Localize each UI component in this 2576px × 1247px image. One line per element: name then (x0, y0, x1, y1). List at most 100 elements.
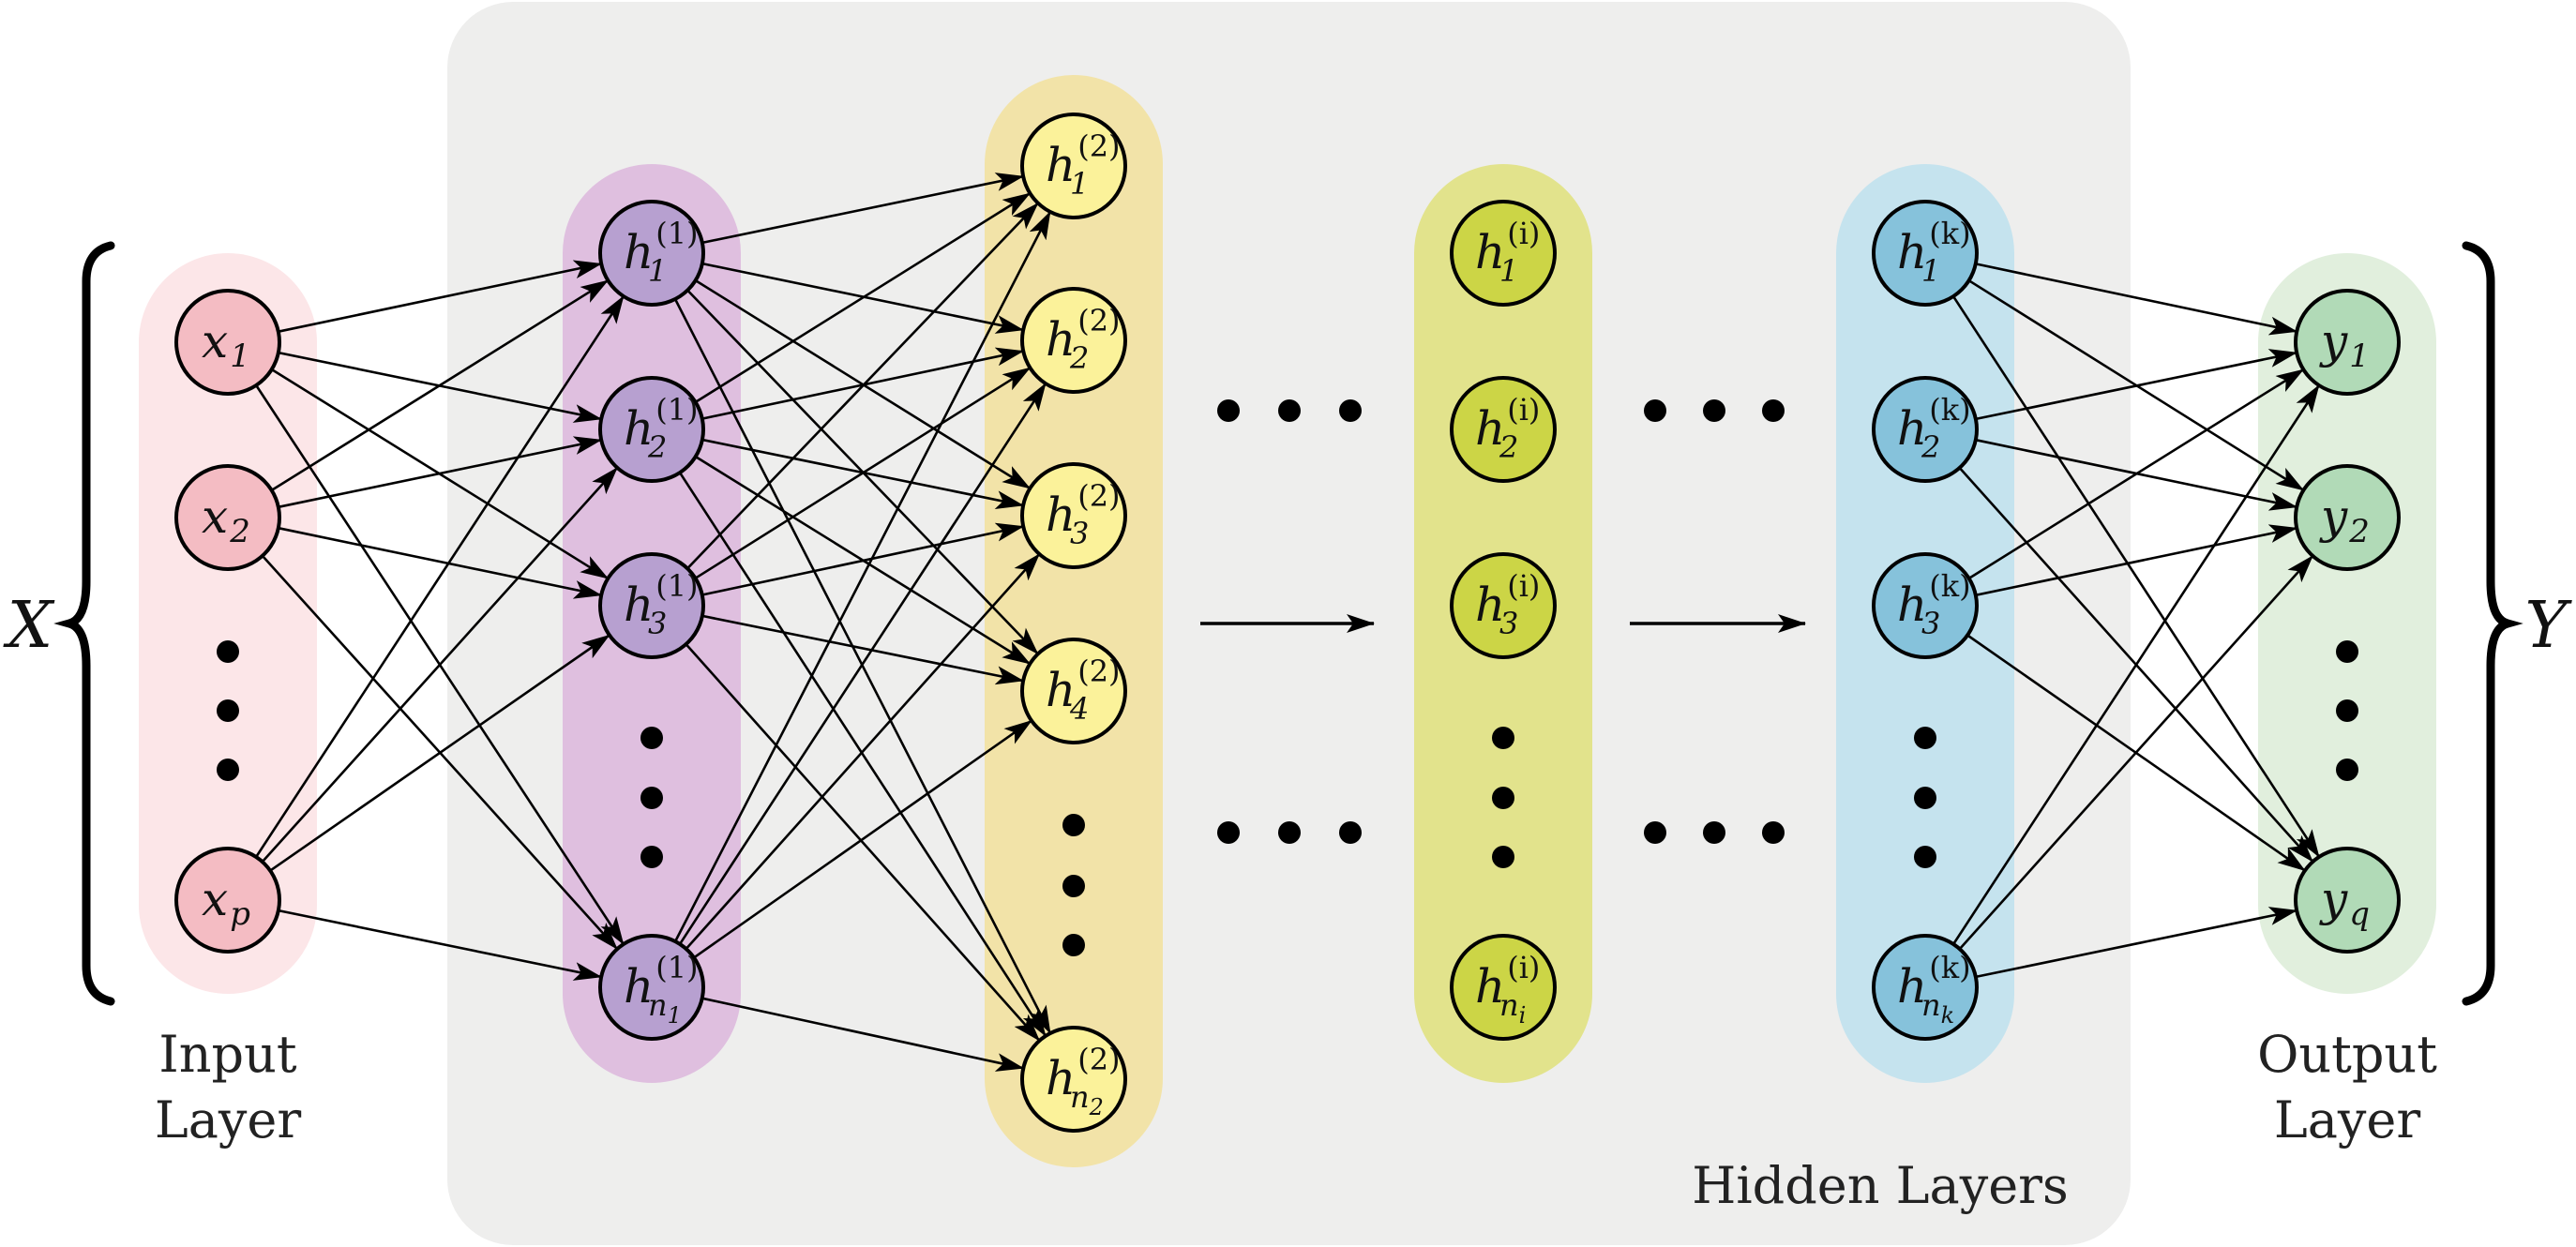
node-label-base: h (1897, 401, 1927, 456)
node-label: h(k)nk (1897, 950, 1971, 1029)
node-circle (2294, 847, 2401, 954)
node-label-subscript: 4 (1069, 691, 1089, 727)
node-label-subscript: 2 (2348, 513, 2370, 550)
node-label-subscript: 2 (1069, 340, 1089, 376)
ellipsis-dot (1062, 814, 1085, 836)
node-label: h(1)n1 (624, 950, 699, 1029)
ellipsis-dot (1703, 399, 1725, 422)
ellipsis-dot (1762, 821, 1785, 844)
hk-node: h(k)2 (1872, 376, 1979, 483)
connection-arrow (1975, 907, 2298, 979)
h2-node: h(2)4 (1020, 638, 1127, 744)
node-circle (1020, 1026, 1127, 1133)
node-circle (1020, 462, 1127, 569)
node-label-subsubscript: i (1519, 1002, 1527, 1029)
node-label-base: h (1046, 488, 1076, 542)
output-layer-label-line2: Layer (2274, 1090, 2421, 1149)
node-label-superscript: (2) (1077, 128, 1120, 164)
node-circle (1872, 200, 1979, 307)
node-label-superscript: (i) (1507, 950, 1540, 985)
output-node: y2 (2294, 464, 2401, 571)
h1-node: h(1)2 (598, 376, 705, 483)
node-label-superscript: (k) (1929, 392, 1970, 428)
node-circle (2294, 289, 2401, 396)
connection-arrow (278, 526, 603, 599)
connection-arrow (278, 436, 603, 509)
node-label-subscript: 3 (1070, 516, 1089, 551)
ellipsis-dot (640, 787, 663, 809)
hk-node: h(k)1 (1872, 200, 1979, 307)
node-label: h(1)2 (624, 392, 699, 465)
node-label-subsubscript: 1 (668, 1002, 682, 1029)
node-label-subscript: 3 (1499, 606, 1518, 641)
node-label-superscript: (k) (1929, 568, 1970, 604)
node-label-subscript: 3 (1921, 606, 1940, 641)
connection-arrow (1958, 555, 2314, 950)
node-label-subscript: 2 (1499, 429, 1518, 465)
ellipsis-dot (1278, 821, 1301, 844)
node-label: h(i)ni (1475, 950, 1540, 1029)
node-label: h(i)3 (1475, 568, 1540, 641)
input-layer-label-line1: Input (158, 1025, 296, 1084)
connection-arrow (694, 367, 1032, 579)
node-label: x1 (202, 314, 250, 375)
node-label-subscript: 2 (647, 429, 667, 465)
connection-arrow (255, 295, 625, 858)
node-label-subsubscript: k (1941, 1002, 1955, 1029)
connection-edges (255, 173, 2321, 1072)
hi-node: h(i)1 (1450, 200, 1557, 307)
connection-arrow (686, 202, 1039, 570)
ellipsis-dot (640, 727, 663, 749)
ellipsis-dot (1339, 821, 1362, 844)
node-label-subscript: n (1921, 987, 1941, 1023)
ellipsis-dot (1644, 399, 1666, 422)
node-circle (1450, 934, 1557, 1041)
connection-arrow (278, 909, 603, 981)
connection-arrow (693, 719, 1032, 959)
output-node: y1 (2294, 289, 2401, 396)
ellipsis-dot (1062, 875, 1085, 897)
node-label-base: h (1475, 578, 1505, 632)
node-label-subscript: 1 (1921, 253, 1940, 289)
hi-node: h(i)ni (1450, 934, 1557, 1041)
ellipsis-dot (2336, 640, 2358, 663)
node-label: h(2)1 (1046, 128, 1121, 202)
node-label-base: y (2319, 872, 2348, 926)
connection-arrow (695, 191, 1032, 404)
node-circle (174, 464, 281, 571)
input-layer-band (139, 253, 317, 994)
node-label: h(2)2 (1046, 303, 1121, 376)
node-label-superscript: (1) (655, 216, 698, 251)
ellipsis-dot (2336, 699, 2358, 722)
node-label-subscript: q (2349, 895, 2370, 933)
connection-arrow (685, 553, 1041, 950)
ellipsis-dot (1492, 727, 1514, 749)
ellipsis-dot (1914, 787, 1936, 809)
node-label-subscript: 3 (648, 606, 667, 641)
node-circle (174, 847, 281, 954)
node-label-subscript: 1 (2349, 338, 2370, 375)
node-label: x2 (202, 489, 250, 550)
node-label-base: y (2319, 489, 2348, 544)
node-circle (1872, 934, 1979, 1041)
node-label-base: h (1046, 312, 1076, 367)
connection-arrow (1975, 524, 2298, 597)
node-label-base: h (1046, 1051, 1076, 1105)
h2-node: h(2)2 (1020, 287, 1127, 394)
ellipsis-dot (1492, 787, 1514, 809)
input-layer-label-line2: Layer (155, 1090, 302, 1149)
node-label-base: h (624, 225, 654, 279)
connection-arrow (678, 472, 1047, 1037)
ellipsis-dot (1217, 821, 1240, 844)
node-label-base: h (624, 401, 654, 456)
hidden-layer-2-band (985, 75, 1163, 1167)
output-layer-label-line1: Output (2257, 1025, 2437, 1084)
node-label-base: h (1475, 959, 1505, 1014)
node-circle (1872, 552, 1979, 659)
node-label-subscript: n (1499, 987, 1519, 1023)
node-label-superscript: (1) (655, 950, 698, 985)
node-label-superscript: (2) (1077, 303, 1120, 338)
node-label: h(2)3 (1046, 478, 1121, 551)
node-label-base: h (1475, 225, 1505, 279)
node-label-base: x (202, 872, 228, 926)
